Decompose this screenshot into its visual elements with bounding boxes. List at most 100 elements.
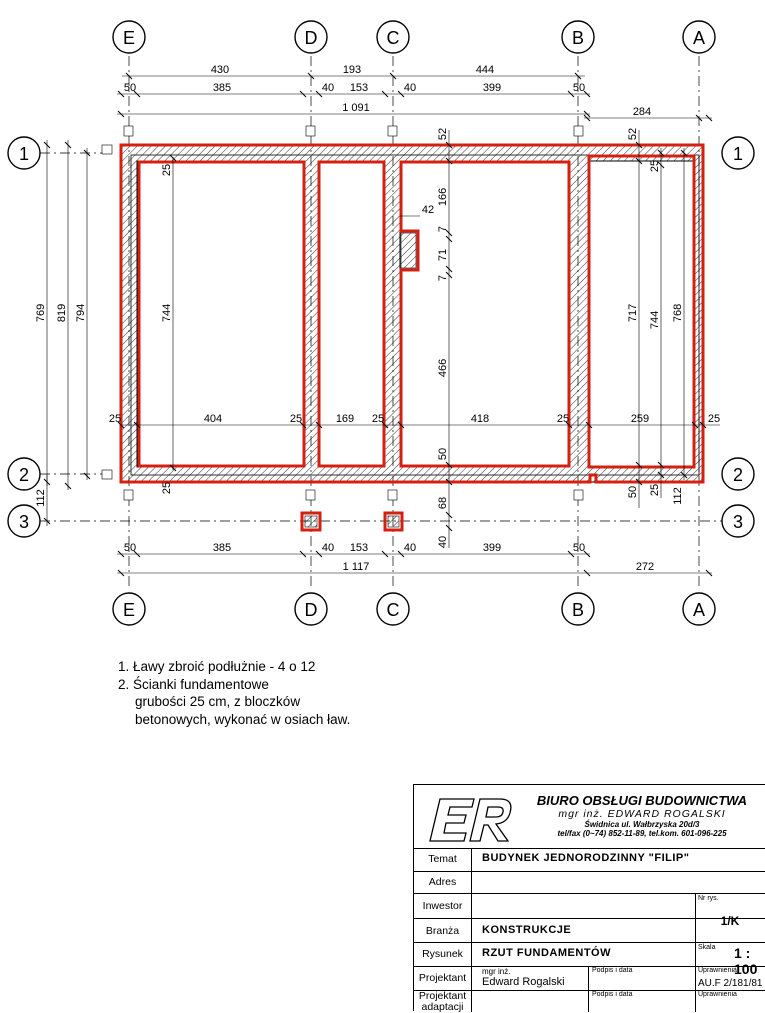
axis-label-D-top: D [305,28,318,48]
projektant-name: Edward Rogalski [482,976,565,988]
dim-text: 717 [627,304,639,322]
title-block: ER BIURO OBSŁUGI BUDOWNICTWA mgr inż. ED… [413,784,765,1013]
axis-label-3-left: 3 [19,512,29,532]
dim-text: 768 [672,304,684,322]
dim-text: 769 [35,304,47,322]
dim-text: 50 [627,486,639,498]
dim-text: 153 [350,82,368,94]
dim-text: 40 [322,542,334,554]
axis-label-B-bottom: B [572,600,584,620]
dim-text: 25 [372,413,384,425]
dim-text: 52 [627,128,639,140]
dim-text: 404 [204,413,222,425]
dim-text: 399 [483,542,501,554]
dim-text: 25 [708,413,720,425]
adaptacja-label-2: adaptacji [421,1001,464,1013]
axis-label-A-top: A [693,28,705,48]
dim-text: 1 091 [342,102,370,114]
company-address: Świdnica ul. Wałbrzyska 20d/3 [584,820,700,829]
axis-label-1-left: 1 [19,144,29,164]
dim-text: 25 [109,413,121,425]
dim-text: 385 [213,542,231,554]
inwestor-label: Inwestor [422,900,463,912]
uprawnienia-label-2: Uprawnienia [698,991,737,998]
axis-label-D-bottom: D [305,600,318,620]
branza-label: Branża [425,925,460,937]
note-line: 1. Ławy zbroić podłużnie - 4 o 12 [118,659,316,674]
logo-text: ER [470,846,472,848]
dim-text: 7 [437,275,449,281]
dim-text: 112 [672,487,684,505]
axis-label-1-right: 1 [733,144,743,164]
dim-text: 25 [557,413,569,425]
dim-text: 418 [471,413,489,425]
foundation-walls [120,144,704,483]
dim-text: 794 [75,304,87,322]
dim-text: 25 [161,482,173,494]
company-logo: ER [429,798,512,848]
axis-label-2-left: 2 [19,465,29,485]
dim-text: 25 [649,484,661,496]
dim-text: 385 [213,82,231,94]
company-person: mgr inż. EDWARD ROGALSKI [558,808,726,820]
dim-text: 50 [573,82,585,94]
temat-value: BUDYNEK JEDNORODZINNY "FILIP" [482,852,690,864]
dim-text: 399 [483,82,501,94]
rysunek-value: RZUT FUNDAMENTÓW [482,947,611,959]
dim-text: 272 [636,561,654,573]
dim-text: 7 [437,226,449,232]
dim-text: 71 [437,249,449,261]
axis-label-3-right: 3 [733,512,743,532]
axis-label-C-top: C [387,28,400,48]
skala-label: Skala [698,944,716,951]
uprawnienia-label: Uprawnienia [698,967,737,974]
rysunek-label: Rysunek [422,948,463,960]
dim-text: 25 [290,413,302,425]
dim-text: 52 [437,128,449,140]
dim-text: 153 [350,542,368,554]
dim-text: 42 [422,204,434,216]
dim-text: 40 [322,82,334,94]
axis-lines [40,56,722,590]
dim-text: 40 [404,542,416,554]
dim-text: 50 [124,82,136,94]
axis-label-B-top: B [572,28,584,48]
branza-value: KONSTRUKCJE [482,924,572,936]
dim-text: 112 [35,489,47,507]
dim-text: 166 [437,188,449,206]
dim-text: 1 117 [343,561,370,573]
dim-text: 744 [161,304,173,322]
dim-text: 259 [631,413,649,425]
dim-text: 40 [437,536,449,548]
company-contact: tel/fax (0~74) 852-11-89, tel.kom. 601-0… [557,829,727,838]
nr-rys-label: Nr rys. [698,895,719,902]
dim-text: 444 [476,64,494,76]
construction-notes: 1. Ławy zbroić podłużnie - 4 o 12 2. Ści… [118,658,350,728]
axis-label-E-bottom: E [123,600,135,620]
company-name: BIURO OBSŁUGI BUDOWNICTWA [536,793,748,808]
dim-text: 50 [124,542,136,554]
note-line: grubości 25 cm, z bloczków [135,694,301,709]
note-line: 2. Ścianki fundamentowe [118,676,269,692]
adres-label: Adres [428,876,457,888]
axis-label-E-top: E [123,28,135,48]
axis-label-A-bottom: A [693,600,705,620]
dim-text: 40 [404,82,416,94]
axis-bubbles [7,20,755,626]
dim-text: 466 [437,359,449,377]
dim-text: 169 [336,413,354,425]
dim-text: 68 [437,497,449,509]
axis-label-2-right: 2 [733,465,743,485]
uprawnienia-value: AU.F 2/181/81 [698,978,763,989]
axis-label-C-bottom: C [387,600,400,620]
adaptacja-label: Projektant adaptacji [414,991,471,1013]
projektant-title: mgr inż. [482,967,511,976]
dim-text: 430 [211,64,229,76]
dim-text: 50 [573,542,585,554]
dim-text: 25 [649,160,661,172]
temat-label: Temat [428,853,457,865]
podpis-label-2: Podpis i data [592,991,633,998]
dim-text: 284 [633,106,651,118]
skala-value: 1 : 100 [734,945,758,977]
dim-text: 193 [343,64,361,76]
